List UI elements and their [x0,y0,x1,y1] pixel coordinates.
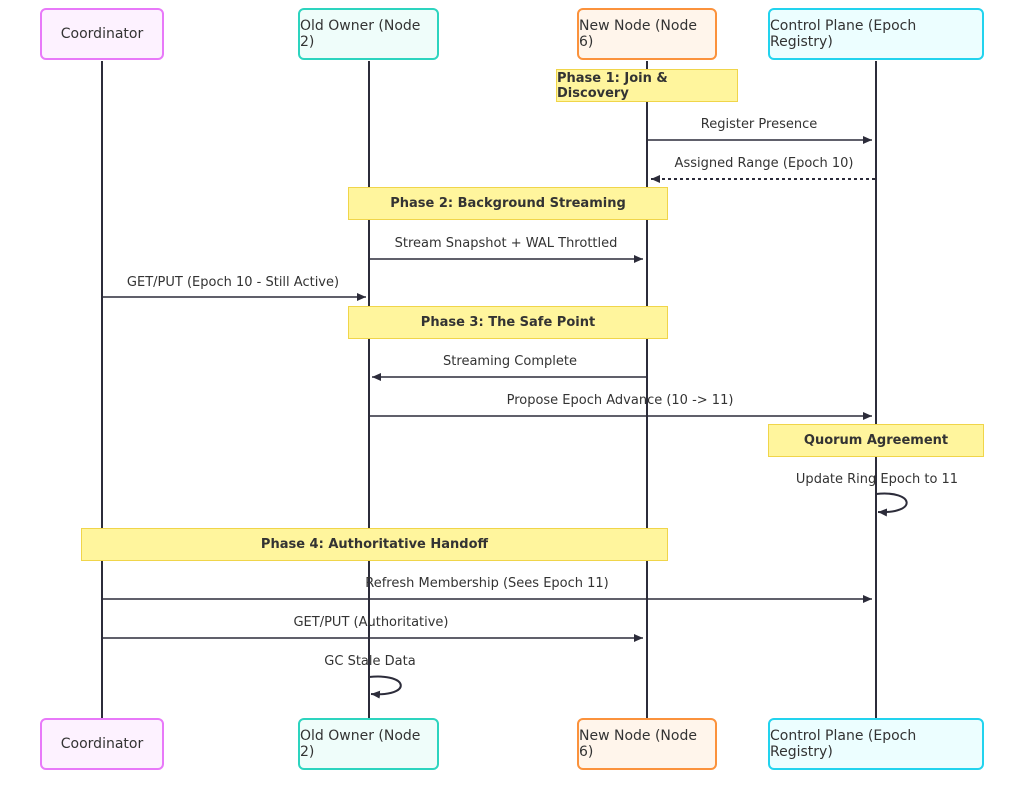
label-get-put-epoch10: GET/PUT (Epoch 10 - Still Active) [126,275,340,290]
label-stream-snapshot: Stream Snapshot + WAL Throttled [394,236,618,251]
lifeline-old-owner [368,61,370,718]
lifeline-coordinator [101,61,103,718]
actor-new-node-bottom: New Node (Node 6) [577,718,717,770]
actor-coordinator-bottom: Coordinator [40,718,164,770]
label-refresh-membership: Refresh Membership (Sees Epoch 11) [365,576,609,591]
lifeline-new-node [646,61,648,718]
label-propose-epoch: Propose Epoch Advance (10 -> 11) [506,393,734,408]
actor-control-plane-bottom: Control Plane (Epoch Registry) [768,718,984,770]
actor-new-node-top: New Node (Node 6) [577,8,717,60]
arrow-gc-self [368,675,402,699]
actor-coordinator-top: Coordinator [40,8,164,60]
label-assigned-range: Assigned Range (Epoch 10) [674,156,854,171]
label-get-put-authoritative: GET/PUT (Authoritative) [293,615,449,630]
note-phase-4: Phase 4: Authoritative Handoff [81,528,668,561]
label-register-presence: Register Presence [700,117,818,132]
actor-control-plane-top: Control Plane (Epoch Registry) [768,8,984,60]
lifeline-control-plane [875,61,877,718]
note-phase-1: Phase 1: Join & Discovery [556,69,738,102]
label-streaming-complete: Streaming Complete [443,354,577,369]
actor-old-owner-bottom: Old Owner (Node 2) [298,718,439,770]
note-phase-2: Phase 2: Background Streaming [348,187,668,220]
label-gc-stale: GC Stale Data [324,654,416,669]
label-update-ring: Update Ring Epoch to 11 [795,472,959,487]
arrow-update-ring-self [875,492,908,517]
note-quorum: Quorum Agreement [768,424,984,457]
actor-old-owner-top: Old Owner (Node 2) [298,8,439,60]
note-phase-3: Phase 3: The Safe Point [348,306,668,339]
